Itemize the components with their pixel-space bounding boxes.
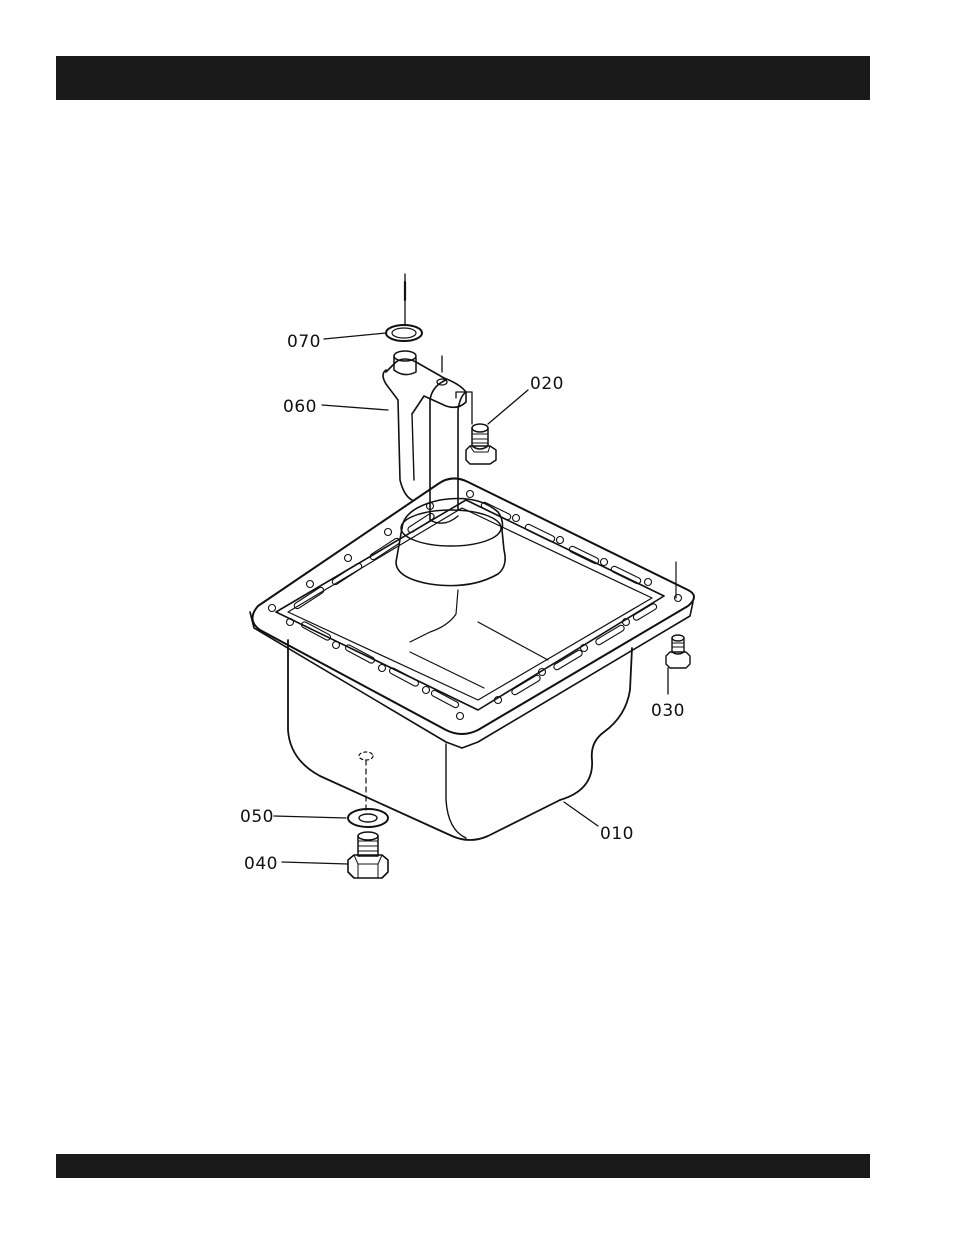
callout-040: 040: [244, 854, 278, 874]
bolt-020: [456, 392, 496, 464]
callout-060: 060: [283, 397, 317, 417]
footer-bar: [56, 1154, 870, 1178]
bolt-030: [666, 562, 690, 668]
callout-030: 030: [651, 701, 685, 721]
drain-plug-assembly: [348, 752, 388, 878]
callout-050: 050: [240, 807, 274, 827]
callout-070: 070: [287, 332, 321, 352]
o-ring: [386, 274, 422, 341]
callout-010: 010: [600, 824, 634, 844]
oil-pan-body: [250, 478, 694, 840]
leader-lines: [274, 333, 668, 864]
callout-020: 020: [530, 374, 564, 394]
oil-strainer: [383, 351, 505, 586]
